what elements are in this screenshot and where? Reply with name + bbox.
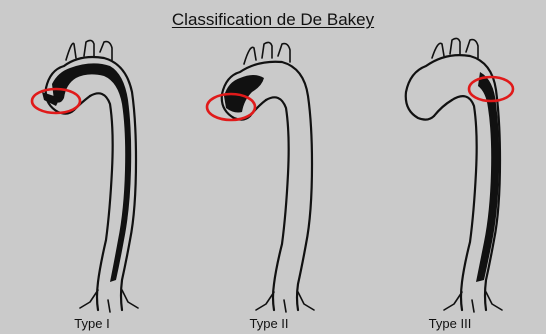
type-3-label: Type III [400, 316, 500, 331]
false-lumen-3 [476, 72, 499, 282]
arch-branches-2 [244, 42, 290, 64]
aorta-type-3 [406, 38, 513, 312]
aorta-root-3 [434, 100, 452, 116]
aorta-inner-wall-1 [90, 93, 113, 310]
type-2-label: Type II [219, 316, 319, 331]
aorta-inner-wall-2 [266, 97, 289, 310]
iliac-bifurcation-3 [444, 292, 502, 312]
aorta-inner-wall-3 [452, 96, 477, 310]
iliac-bifurcation-1 [80, 290, 138, 312]
iliac-bifurcation-2 [256, 292, 314, 312]
aorta-type-2 [207, 42, 314, 312]
type-1-label: Type I [42, 316, 142, 331]
aorta-type-1 [32, 40, 138, 312]
